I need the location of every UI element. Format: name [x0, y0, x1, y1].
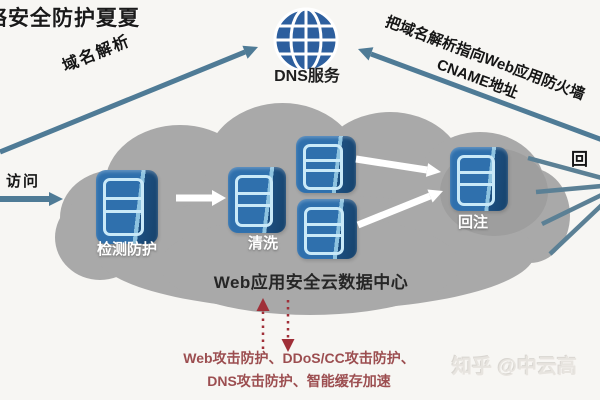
feature-line2: DNS攻击防护、智能缓存加速 [207, 373, 391, 389]
server-glyph [304, 207, 344, 255]
server-glyph [235, 175, 274, 228]
page-title: 络安全防护夏夏 [0, 7, 140, 30]
server-icon-detect [96, 170, 158, 244]
node-label-clean: 清洗 [248, 235, 279, 252]
domain-resolution-label: 域名解析 [60, 32, 134, 76]
server-glyph [457, 155, 496, 206]
server-icon-clean-2 [296, 136, 356, 193]
back-to-origin-label: 回 [571, 150, 588, 169]
access-arrow [0, 192, 63, 206]
cloud-title: Web应用安全云数据中心 [213, 273, 409, 292]
feature-list: Web攻击防护、DDoS/CC攻击防护、 DNS攻击防护、智能缓存加速 [140, 347, 458, 393]
dns-service-label: DNS服务 [274, 68, 340, 85]
server-icon-reinject [450, 147, 508, 211]
node-label-detect: 检测防护 [97, 241, 158, 258]
server-glyph [103, 178, 144, 236]
watermark: 知乎 @中云高 [452, 356, 578, 378]
feature-line1: Web攻击防护、DDoS/CC攻击防护、 [183, 350, 415, 366]
server-glyph [303, 144, 343, 190]
access-label: 访问 [6, 173, 41, 190]
node-label-reinject: 回注 [458, 214, 489, 231]
globe-icon [273, 7, 339, 73]
server-icon-clean [228, 167, 286, 233]
server-icon-clean-3 [297, 199, 357, 259]
